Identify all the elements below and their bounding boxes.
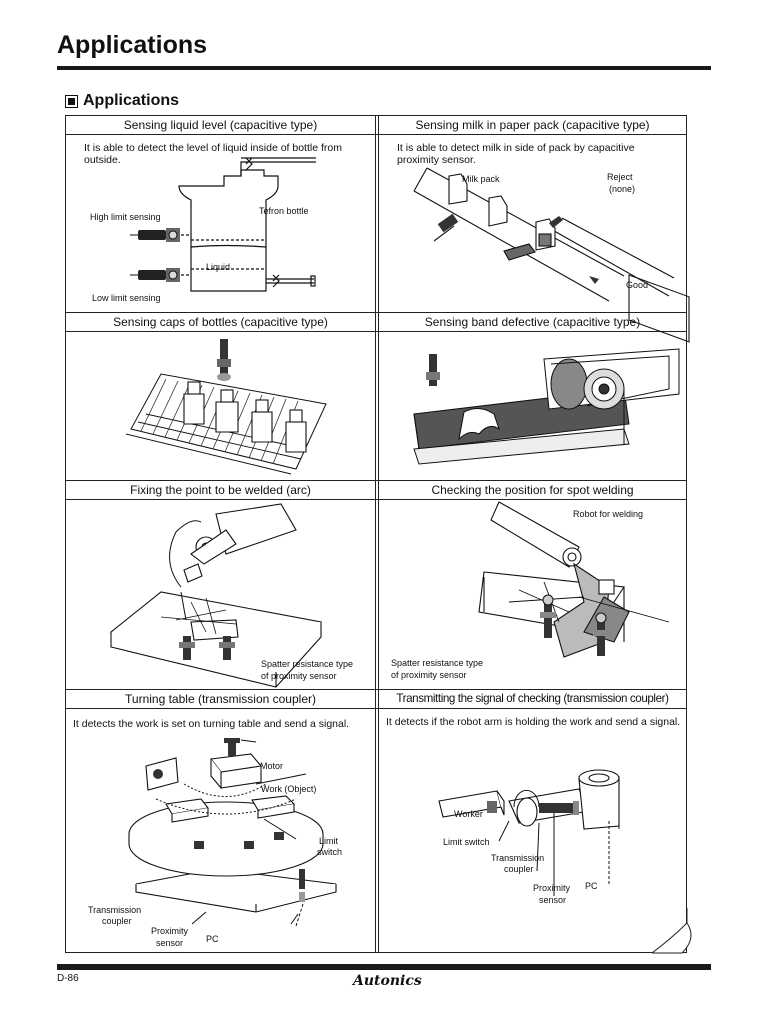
label-switch: switch <box>317 847 343 857</box>
label-limit: Limit <box>319 836 339 846</box>
cell-heading-liquid-level: Sensing liquid level (capacitive type) <box>123 118 318 132</box>
label-robot-for-welding: Robot for welding <box>573 509 644 519</box>
cell-heading-turning-table: Turning table (transmission coupler) <box>125 692 316 706</box>
brand-logo: Autonics <box>353 973 422 989</box>
milk-pack-figure <box>413 167 690 343</box>
label-motor: Motor <box>260 761 284 771</box>
robot-arm-figure <box>438 769 620 896</box>
spot-welding-figure <box>478 501 670 658</box>
cell-heading-bottle-caps: Sensing caps of bottles (capacitive type… <box>113 315 328 329</box>
label-coupler-right: coupler <box>504 864 534 874</box>
row-divider <box>66 331 686 332</box>
arc-welding-figure <box>109 503 323 688</box>
label-proximity-left: of proximity sensor <box>261 671 337 681</box>
cell-description-liquid-level: It is able to detect the level of liquid… <box>84 142 342 166</box>
row-divider <box>66 134 686 135</box>
page-curl-decoration <box>652 908 692 954</box>
label-milk-pack: Milk pack <box>462 174 500 184</box>
cell-heading-band-defective: Sensing band defective (capacitive type) <box>424 315 641 329</box>
label-liquid: Liquid <box>206 262 231 272</box>
label-reject-none: (none) <box>609 184 636 194</box>
label-high-limit: High limit sensing <box>90 212 161 222</box>
section-heading: Applications <box>65 92 179 110</box>
applications-table: Sensing liquid level (capacitive type) S… <box>65 115 690 953</box>
row-divider <box>66 312 686 313</box>
label-transmission-left: Transmission <box>88 905 142 915</box>
cell-heading-arc-welding: Fixing the point to be welded (arc) <box>130 483 311 497</box>
label-proximity-right-bottom: Proximity <box>533 883 571 893</box>
label-reject: Reject <box>607 172 633 182</box>
label-good: Good <box>626 280 649 290</box>
liquid-level-figure <box>130 157 316 292</box>
footer-rule <box>57 964 711 970</box>
label-tefron-bottle: Tefron bottle <box>259 206 309 216</box>
label-spatter-type-left: Spatter resistance type <box>261 659 354 669</box>
column-divider <box>375 116 379 952</box>
label-proximity-left-bottom: Proximity <box>151 926 189 936</box>
cell-description-milk-pack: It is able to detect milk in side of pac… <box>397 142 635 166</box>
row-divider <box>66 499 686 500</box>
section-square-icon <box>65 94 78 108</box>
label-pc-right: PC <box>585 881 598 891</box>
cell-description-turning-table: It detects the work is set on turning ta… <box>73 718 350 730</box>
page-number: D-86 <box>57 973 79 984</box>
label-spatter-type-right: Spatter resistance type <box>391 658 484 668</box>
row-divider <box>66 708 686 709</box>
label-work-object: Work (Object) <box>261 784 317 794</box>
bottle-caps-figure <box>125 339 327 475</box>
label-coupler-left: coupler <box>102 916 132 926</box>
title-rule <box>57 66 711 70</box>
cell-heading-milk-pack: Sensing milk in paper pack (capacitive t… <box>415 118 650 132</box>
label-low-limit: Low limit sensing <box>92 293 161 303</box>
page-title: Applications <box>57 31 208 59</box>
cell-description-robot-arm: It detects if the robot arm is holding t… <box>386 716 681 728</box>
row-divider <box>66 689 686 690</box>
section-title: Applications <box>83 92 180 109</box>
label-transmission-right: Transmission <box>491 853 545 863</box>
label-pc-left: PC <box>206 934 219 944</box>
row-divider <box>66 480 686 481</box>
label-worker: Worker <box>454 809 483 819</box>
label-proximity-right: of proximity sensor <box>391 670 467 680</box>
label-limit-switch: Limit switch <box>443 837 490 847</box>
turning-table-figure <box>128 738 337 927</box>
cell-heading-robot-arm: Transmitting the signal of checking (tra… <box>396 692 669 705</box>
band-defective-figure <box>413 348 680 465</box>
cell-heading-spot-welding: Checking the position for spot welding <box>431 483 634 497</box>
label-sensor-right: sensor <box>539 895 567 905</box>
label-sensor-left: sensor <box>156 938 184 948</box>
